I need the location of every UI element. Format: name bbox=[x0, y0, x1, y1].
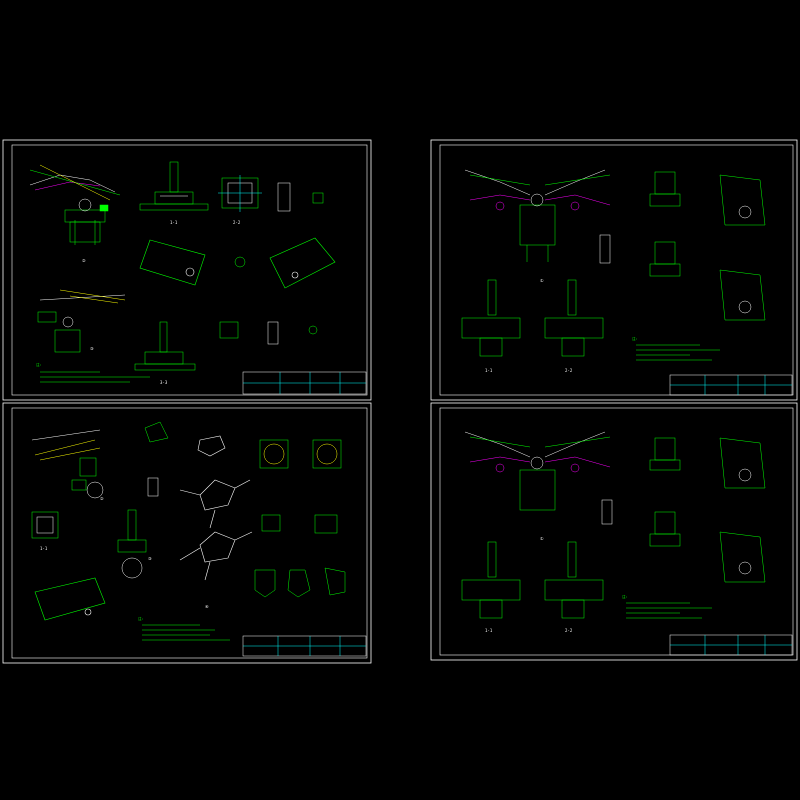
ridge-joint-detail bbox=[464, 169, 611, 262]
sheet-bottom-right: ① 1-1 2-2 注: bbox=[430, 402, 798, 661]
gusset-plan-lower bbox=[719, 531, 766, 583]
notes-marker: 注: bbox=[36, 362, 42, 367]
title-block bbox=[242, 371, 367, 395]
section-label-3-3: 3-3 bbox=[160, 380, 168, 385]
column-base-section-a bbox=[139, 161, 209, 211]
detail-marker-2: ② bbox=[82, 258, 86, 263]
gusset-plan-lower bbox=[719, 269, 766, 321]
detail-eave-joint bbox=[31, 429, 104, 499]
general-notes bbox=[636, 344, 720, 361]
ridge-joint-detail bbox=[464, 431, 611, 511]
column-elevation-b bbox=[601, 437, 681, 547]
inclined-plate-right bbox=[269, 237, 336, 289]
title-block bbox=[669, 374, 793, 396]
inclined-plate-left bbox=[139, 239, 206, 286]
sheet-top-right: ① 1-1 2-2 注: bbox=[430, 139, 798, 401]
gusset-plan-upper bbox=[719, 174, 766, 226]
section-label-2-2: 2-2 bbox=[233, 220, 241, 225]
node-assembly-upper bbox=[179, 435, 251, 529]
column-elevation-a bbox=[599, 171, 681, 277]
column-cap-detail bbox=[144, 421, 169, 497]
stiffener-detail-a bbox=[277, 182, 324, 212]
section-label-1-1: 1-1 bbox=[485, 628, 493, 633]
gusset-shapes bbox=[254, 567, 346, 598]
bolt-pattern-plan bbox=[259, 439, 342, 534]
sheet-top-left: ② 1-1 2-2 bbox=[2, 139, 372, 401]
bolt-detail-a bbox=[234, 256, 246, 268]
base-plate-plan bbox=[218, 175, 262, 212]
column-base-section-b bbox=[134, 321, 196, 371]
title-block bbox=[669, 634, 793, 656]
detail-joint-lower bbox=[37, 289, 126, 353]
detail-joint-upper bbox=[29, 164, 121, 245]
column-base-section-e bbox=[461, 541, 604, 619]
base-plate-plan bbox=[31, 511, 59, 539]
section-label-1-1: 1-1 bbox=[485, 368, 493, 373]
detail-marker-1: ① bbox=[540, 536, 544, 541]
section-label-2-2: 2-2 bbox=[565, 628, 573, 633]
node-assembly-lower bbox=[179, 531, 253, 581]
notes-marker: 注: bbox=[622, 594, 628, 599]
section-label-1-1: 1-1 bbox=[40, 546, 48, 551]
section-label-1-1: 1-1 bbox=[170, 220, 178, 225]
section-label-2-2: 2-2 bbox=[565, 368, 573, 373]
general-notes bbox=[142, 624, 230, 641]
title-block bbox=[242, 635, 367, 657]
detail-marker-4: ④ bbox=[205, 604, 209, 609]
detail-marker-3: ③ bbox=[148, 556, 152, 561]
detail-marker-1: ① bbox=[540, 278, 544, 283]
inclined-plate bbox=[34, 577, 106, 621]
general-notes bbox=[40, 371, 150, 383]
notes-marker: 注: bbox=[138, 616, 144, 621]
gusset-plan-upper bbox=[719, 437, 766, 489]
column-base-section-c bbox=[461, 279, 604, 357]
stiffener-detail-b bbox=[219, 321, 318, 345]
detail-marker-2: ② bbox=[100, 496, 104, 501]
general-notes bbox=[626, 602, 712, 619]
detail-marker-3: ③ bbox=[90, 346, 94, 351]
column-base-section-d bbox=[117, 509, 147, 579]
notes-marker: 注: bbox=[632, 336, 638, 341]
sheet-bottom-left: ② 1-1 ③ ④ bbox=[2, 402, 372, 664]
